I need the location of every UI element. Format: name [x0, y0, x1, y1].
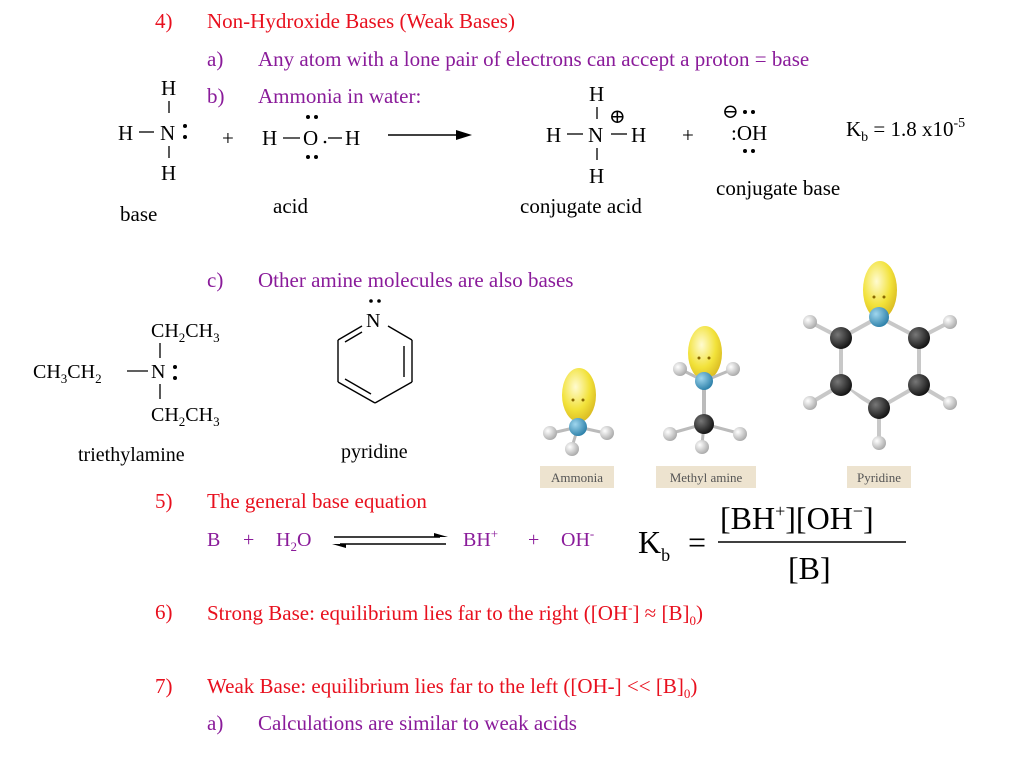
item-4a-text: Any atom with a lone pair of electrons c… [258, 47, 810, 71]
nh3-h-top: H [161, 76, 176, 100]
methyl-amine-caption: Methyl amine [670, 470, 743, 485]
item-6-text: Strong Base: equilibrium lies far to the… [207, 600, 703, 629]
label-conjugate-base: conjugate base [716, 176, 840, 200]
item-7a-text: Calculations are similar to weak acids [258, 711, 577, 735]
water-o: O [303, 126, 318, 150]
kb-k: Kb [638, 524, 670, 565]
ammonia-model [543, 368, 614, 456]
item-7a-letter: a) [207, 711, 224, 735]
nh4-h-left: H [546, 123, 561, 147]
item-7-text: Weak Base: equilibrium lies far to the l… [207, 674, 698, 702]
kb-formula: Kb = [BH+][OH−] [B] [638, 500, 906, 586]
pyridine-n: N [366, 310, 380, 332]
ammonia-caption-box [540, 466, 614, 488]
nh4-n: N [588, 123, 603, 147]
ammonia-caption: Ammonia [551, 470, 603, 485]
eq-b: B [207, 529, 220, 551]
ammonia-reaction-diagram: H H N H + H O H H ⊕ H N H H + ⊖ [118, 76, 965, 226]
label-acid: acid [273, 194, 308, 218]
nh4-h-bottom: H [589, 164, 604, 188]
water-h-left: H [262, 126, 277, 150]
label-conjugate-acid: conjugate acid [520, 194, 642, 218]
item-4a-letter: a) [207, 47, 224, 71]
kb-denominator: [B] [788, 550, 831, 586]
pyridine-caption-box [847, 466, 911, 488]
label-triethylamine: triethylamine [78, 444, 185, 466]
minus-charge-icon: ⊖ [722, 101, 739, 123]
item-4-number: 4) [155, 9, 173, 33]
kb-value: Kb = 1.8 x10-5 [846, 116, 965, 145]
water-h-right: H [345, 126, 360, 150]
ethyl-top: CH2CH3 [151, 320, 220, 345]
pyridine-caption: Pyridine [857, 470, 901, 485]
amine-structures: CH2CH3 CH3CH2 N CH2CH3 triethylamine N p… [33, 299, 413, 466]
triethylamine-n: N [151, 361, 165, 383]
eq-plus-2: + [528, 529, 539, 551]
label-pyridine: pyridine [341, 441, 408, 463]
methyl-amine-caption-box [656, 466, 756, 488]
ethyl-bottom: CH2CH3 [151, 404, 220, 429]
label-base: base [120, 202, 157, 226]
item-6-number: 6) [155, 600, 173, 624]
kb-equals: = [688, 524, 706, 560]
nh3-n: N [160, 121, 175, 145]
eq-oh: OH- [561, 526, 594, 551]
molecular-models: Ammonia Methyl amine [540, 261, 957, 488]
nh3-h-left: H [118, 121, 133, 145]
nh4-h-right: H [631, 123, 646, 147]
item-7-number: 7) [155, 674, 173, 698]
methyl-amine-model [663, 326, 747, 454]
plus-2: + [682, 123, 694, 147]
eq-bh: BH+ [463, 526, 498, 551]
hydroxide: :OH [731, 121, 767, 145]
equilibrium-arrows [332, 533, 448, 548]
item-4c-text: Other amine molecules are also bases [258, 268, 574, 292]
item-5-number: 5) [155, 489, 173, 513]
plus-charge-icon: ⊕ [609, 106, 626, 128]
pyridine-model [803, 261, 957, 450]
kb-numerator: [BH+][OH−] [720, 500, 874, 536]
plus-1: + [222, 126, 234, 150]
ethyl-left: CH3CH2 [33, 361, 102, 386]
nh4-h-top: H [589, 82, 604, 106]
item-4c-letter: c) [207, 268, 224, 292]
item-5-text: The general base equation [207, 489, 427, 513]
item-4b-text: Ammonia in water: [258, 84, 422, 108]
general-base-equation: B + H2O BH+ + OH- [207, 526, 594, 554]
item-4-text: Non-Hydroxide Bases (Weak Bases) [207, 9, 515, 33]
item-4b-letter: b) [207, 84, 225, 108]
eq-plus-1: + [243, 529, 254, 551]
nh3-h-bottom: H [161, 161, 176, 185]
eq-water: H2O [276, 529, 311, 554]
